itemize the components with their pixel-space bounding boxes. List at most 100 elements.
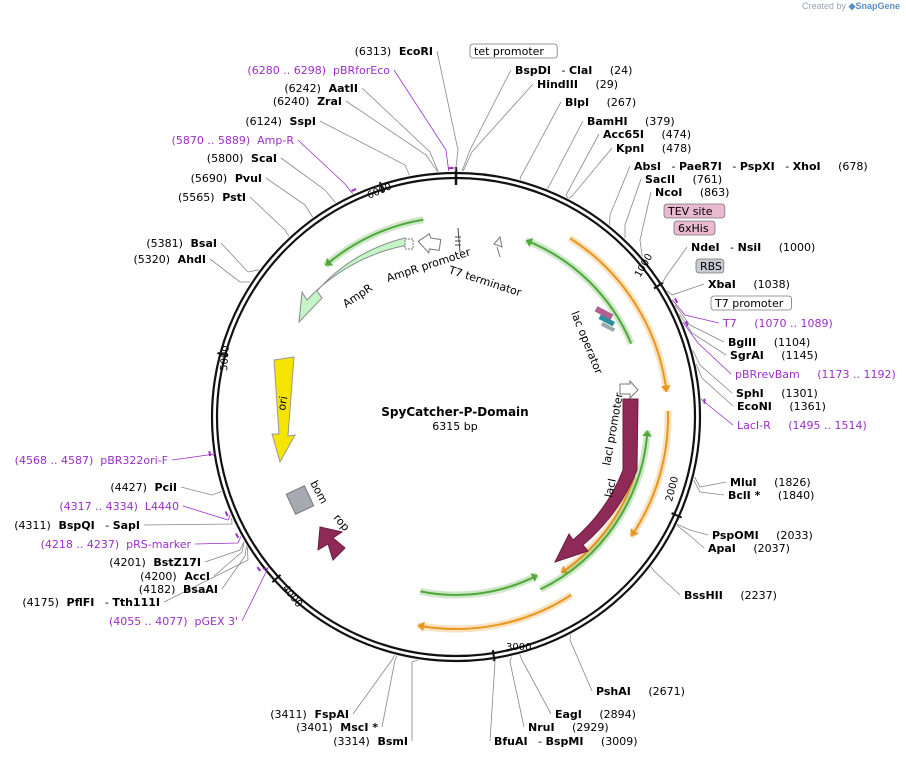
site-15-label[interactable]: BamHI (379) — [587, 115, 675, 128]
site-49-label[interactable]: (4311) BspQI - SapI — [14, 519, 140, 532]
site-11-label[interactable]: (5320) AhdI — [133, 253, 206, 266]
tick-6000 — [378, 181, 385, 193]
site-53-label[interactable]: (4182) BsaAI — [139, 583, 218, 596]
site-12-label[interactable]: BspDI - ClaI (24) — [515, 64, 632, 77]
site-20-label[interactable]: NcoI (863) — [655, 186, 729, 199]
site-0-label[interactable]: (6313) EcoRI — [355, 45, 433, 58]
site-48-leader — [182, 505, 231, 521]
ampr-label: AmpR — [340, 281, 375, 310]
bom-feature[interactable] — [285, 485, 315, 515]
site-41-label[interactable]: NruI (2929) — [528, 721, 609, 734]
laci-promoter-icon — [619, 379, 639, 400]
site-42-label[interactable]: BfuAI - BspMI (3009) — [494, 735, 638, 748]
orange-arc-3[interactable] — [559, 474, 638, 576]
site-19-label[interactable]: SacII (761) — [645, 173, 722, 186]
site-42-leader — [489, 659, 496, 742]
ori-feature[interactable] — [271, 356, 296, 464]
site-23-leader — [661, 246, 688, 284]
site-36-leader — [677, 524, 709, 536]
tick-label-5000: 5000 — [219, 345, 232, 371]
site-17-label[interactable]: KpnI (478) — [616, 142, 691, 155]
laci-feature[interactable] — [554, 398, 639, 563]
site-9-label[interactable]: (5565) PstI — [178, 191, 246, 204]
site-51-leader — [204, 541, 245, 563]
site-7-label[interactable]: (5800) ScaI — [207, 152, 277, 165]
tick-1000 — [653, 281, 664, 290]
plasmid-center: SpyCatcher-P-Domain 6315 bp — [381, 405, 528, 433]
site-40-label[interactable]: EagI (2894) — [555, 708, 636, 721]
site-39-label[interactable]: PshAI (2671) — [596, 685, 685, 698]
site-24-badge[interactable]: RBS — [695, 258, 725, 274]
site-51-label[interactable]: (4201) BstZ17I — [109, 556, 201, 569]
rop-feature[interactable] — [317, 526, 346, 561]
site-16-label[interactable]: Acc65I (474) — [603, 128, 691, 141]
site-14-label[interactable]: BlpI (267) — [565, 96, 636, 109]
orange-arc-4[interactable] — [417, 592, 574, 633]
site-29-label[interactable]: SgrAI (1145) — [730, 349, 818, 362]
plasmid-name: SpyCatcher-P-Domain — [381, 405, 528, 419]
site-30-label[interactable]: pBRrevBam (1173 .. 1192) — [735, 368, 896, 381]
site-33-label[interactable]: LacI-R (1495 .. 1514) — [737, 419, 867, 432]
site-34-label[interactable]: MluI (1826) — [730, 476, 811, 489]
site-3-leader — [361, 87, 439, 172]
site-26-badge[interactable]: T7 promoter — [710, 295, 792, 311]
site-25-label[interactable]: XbaI (1038) — [708, 278, 790, 291]
site-7-leader — [280, 157, 336, 203]
site-18-label[interactable]: AbsI - PaeR7I - PspXI - XhoI (678) — [634, 160, 868, 173]
site-22-badge[interactable]: 6xHis — [673, 220, 716, 236]
site-23-label[interactable]: NdeI - NsiI (1000) — [691, 241, 815, 254]
site-13-label[interactable]: HindIII (29) — [537, 78, 618, 91]
site-28-label[interactable]: BglII (1104) — [728, 336, 810, 349]
orange-arc-1[interactable] — [568, 235, 671, 393]
site-6-label[interactable]: (5870 .. 5889) Amp-R — [172, 134, 295, 147]
green-arc-3[interactable] — [323, 216, 424, 269]
feature-arcs — [323, 216, 672, 633]
terminator-icon — [455, 227, 503, 258]
site-14-leader — [519, 101, 562, 180]
green-arc-1-head — [642, 430, 653, 437]
site-44-label[interactable]: (3401) MscI * — [296, 721, 378, 734]
site-27-label[interactable]: T7 (1070 .. 1089) — [722, 317, 833, 330]
site-32-label[interactable]: EcoNI (1361) — [737, 400, 826, 413]
site-29-leader — [679, 313, 727, 356]
site-2-label[interactable]: (6280 .. 6298) pBRforEco — [247, 64, 390, 77]
site-39-leader — [569, 634, 593, 692]
site-55-label[interactable]: (4055 .. 4077) pGEX 3' — [109, 615, 238, 628]
site-46-label[interactable]: (4568 .. 4587) pBR322ori-F — [15, 454, 168, 467]
site-36-label[interactable]: PspOMI (2033) — [712, 529, 813, 542]
site-37-label[interactable]: ApaI (2037) — [708, 542, 790, 555]
green-arc-2[interactable] — [419, 572, 539, 599]
tick-label-4000: 4000 — [280, 583, 304, 610]
orange-arc-1-head — [660, 385, 671, 393]
green-arc-4[interactable] — [524, 237, 635, 345]
site-21-badge[interactable]: TEV site — [663, 203, 726, 219]
site-54-label[interactable]: (4175) PflFI - Tth111I — [22, 596, 160, 609]
site-52-label[interactable]: (4200) AccI — [140, 570, 210, 583]
site-45-label[interactable]: (3314) BsmI — [333, 735, 408, 748]
site-47-leader — [180, 486, 222, 496]
laci-label: lacI — [602, 477, 619, 498]
site-43-label[interactable]: (3411) FspAI — [270, 708, 349, 721]
site-46-primer-mark — [208, 450, 212, 457]
site-50-label[interactable]: (4218 .. 4237) pRS-marker — [41, 538, 192, 551]
site-48-label[interactable]: (4317 .. 4334) L4440 — [59, 500, 179, 513]
orange-arc-4-head — [417, 621, 425, 632]
ampr-feature[interactable] — [298, 232, 442, 324]
site-47-label[interactable]: (4427) PciI — [110, 481, 177, 494]
site-4-label[interactable]: (6240) ZraI — [273, 95, 342, 108]
site-8-label[interactable]: (5690) PvuI — [191, 172, 262, 185]
site-38-label[interactable]: BssHII (2237) — [684, 589, 777, 602]
orange-arc-2[interactable] — [628, 410, 672, 539]
green-arc-1[interactable] — [538, 430, 653, 593]
site-3-label[interactable]: (6242) AatII — [284, 82, 358, 95]
site-10-label[interactable]: (5381) BsaI — [146, 237, 217, 250]
site-43-leader — [352, 655, 395, 715]
site-31-label[interactable]: SphI (1301) — [736, 387, 818, 400]
site-16-leader — [565, 133, 600, 199]
site-48-primer-mark — [224, 511, 229, 517]
site-1-badge[interactable]: tet promoter — [469, 43, 558, 59]
tick-3000 — [491, 649, 496, 662]
site-5-label[interactable]: (6124) SspI — [245, 115, 316, 128]
site-35-label[interactable]: BclI * (1840) — [728, 489, 814, 502]
